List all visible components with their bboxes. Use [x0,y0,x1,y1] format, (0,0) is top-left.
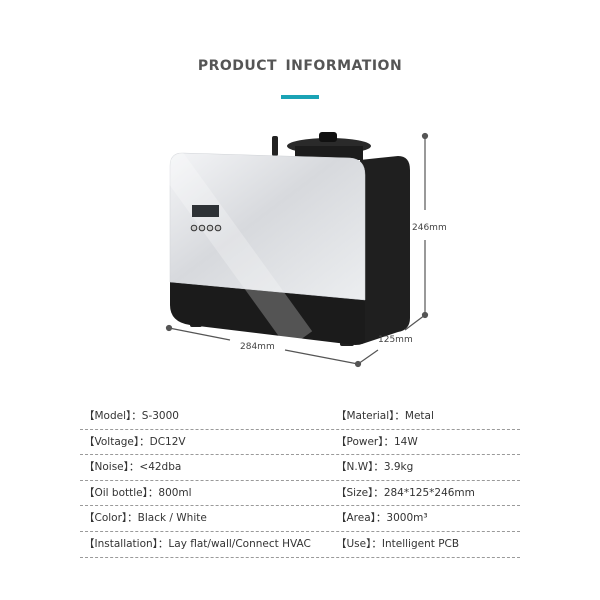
page-title: PRODUCT INFORMATION [197,58,403,74]
device-base [170,282,365,345]
spec-right: 【Size】：284*125*246mm [336,481,475,505]
spec-value: S-3000 [141,410,179,422]
spec-value: 284*125*246mm [383,486,475,499]
spec-value: Black / White [137,512,207,525]
spec-right: 【Use】：Intelligent PCB [336,532,459,556]
spec-left: 【Installation】：Lay flat/wall/Connect HVA… [84,532,311,556]
spec-value: 3.9kg [383,461,414,474]
control-button [198,224,206,232]
spec-value: Lay flat/wall/Connect HVAC [168,537,311,550]
spec-label: 【Installation】： [84,537,169,550]
device-front-panel [169,152,366,301]
spec-left: 【Voltage】：DC12V [84,430,186,454]
spec-table: 【Model】：S-3000【Material】：Metal【Voltage】：… [80,404,520,558]
height-label: 246mm [412,223,447,233]
control-button [214,224,222,232]
spec-label: 【Oil bottle】： [84,486,159,499]
knob-icon [272,136,278,156]
spec-label: 【Voltage】： [84,435,150,448]
width-label: 284mm [240,342,275,352]
spec-right: 【N.W】：3.9kg [336,455,413,479]
spec-label: 【Material】： [336,410,405,422]
spec-row: 【Noise】：<42dba 【N.W】：3.9kg [80,455,520,481]
spec-label: 【Color】： [84,512,138,525]
lcd-display [192,205,219,217]
depth-label: 125mm [378,335,413,345]
spec-right: 【Area】：3000m³ [336,506,428,530]
spec-value: 800ml [158,486,192,499]
spec-label: 【Noise】： [84,461,140,474]
spec-value: Metal [404,410,434,422]
spec-row: 【Oil bottle】：800ml 【Size】：284*125*246mm [80,481,520,507]
spec-label: 【Size】： [336,486,384,499]
spec-value: <42dba [139,461,182,474]
control-button [190,224,198,232]
spec-label: 【N.W】： [336,461,384,474]
spec-left: 【Model】：S-3000 [84,404,179,428]
control-buttons [190,224,222,232]
spec-label: 【Model】： [84,410,142,422]
spec-right: 【Power】：14W [336,430,418,454]
spec-left: 【Color】：Black / White [84,506,207,530]
spec-right: 【Material】：Metal [336,404,434,428]
spec-value: Intelligent PCB [381,537,460,550]
diffuser-device [157,132,410,349]
spec-value: DC12V [149,435,186,448]
spec-label: 【Area】： [336,512,387,525]
title-accent-bar [281,95,319,99]
dimension-height [421,132,429,319]
dimension-depth [357,314,426,365]
spec-left: 【Noise】：<42dba [84,455,181,479]
spec-row: 【Model】：S-3000 【Material】：Metal [80,404,520,430]
device-side [360,156,410,344]
spec-row: 【Color】：Black / White 【Area】：3000m³ [80,506,520,532]
spec-value: 14W [394,435,418,448]
spec-value: 3000m³ [386,512,428,525]
control-button [206,224,214,232]
spec-left: 【Oil bottle】：800ml [84,481,192,505]
spec-label: 【Power】： [336,435,394,448]
spec-row: 【Voltage】：DC12V 【Power】：14W [80,430,520,456]
spec-label: 【Use】： [336,537,382,550]
spec-row: 【Installation】：Lay flat/wall/Connect HVA… [80,532,520,558]
